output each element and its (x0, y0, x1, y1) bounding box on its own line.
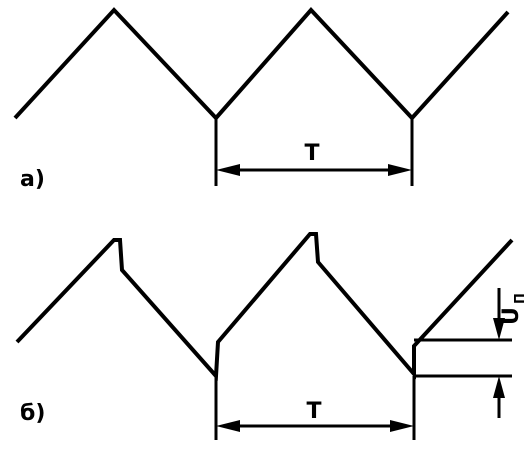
panel-b: T б) U П (15, 232, 528, 440)
panel-b-right-arrowhead (390, 420, 414, 432)
panel-b-left-arrowhead (216, 420, 240, 432)
panel-b-step-label-main: U (499, 307, 524, 325)
panel-a-right-arrowhead (388, 164, 412, 176)
panel-a-period-label: T (304, 141, 319, 166)
panel-b-step-down-arrowhead (493, 318, 505, 340)
panel-a-label: а) (20, 167, 45, 192)
panel-b-label: б) (20, 401, 45, 426)
panel-b-stepped-triangle-wave (15, 232, 514, 381)
panel-b-step-label: U П (499, 293, 528, 325)
panel-b-period-label: T (306, 399, 321, 424)
panel-b-step-label-subscript: П (513, 293, 528, 304)
panel-a-left-arrowhead (216, 164, 240, 176)
panel-a-triangle-wave (13, 7, 510, 121)
panel-b-step-up-arrowhead (493, 376, 505, 398)
panel-a: T а) (13, 7, 510, 192)
